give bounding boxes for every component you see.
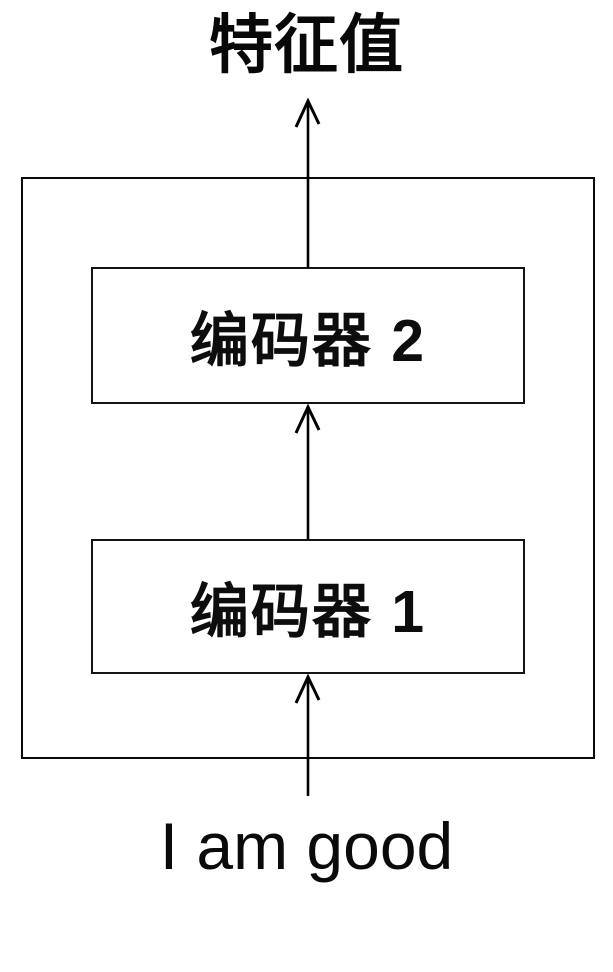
- encoder-2-label: 编码器 2: [189, 308, 427, 374]
- encoder-2-box: 编码器 2: [91, 267, 525, 404]
- encoder-1-label: 编码器 1: [189, 579, 427, 645]
- output-label: 特征值: [209, 9, 404, 81]
- input-label: I am good: [159, 809, 454, 883]
- encoder-1-box: 编码器 1: [91, 539, 525, 674]
